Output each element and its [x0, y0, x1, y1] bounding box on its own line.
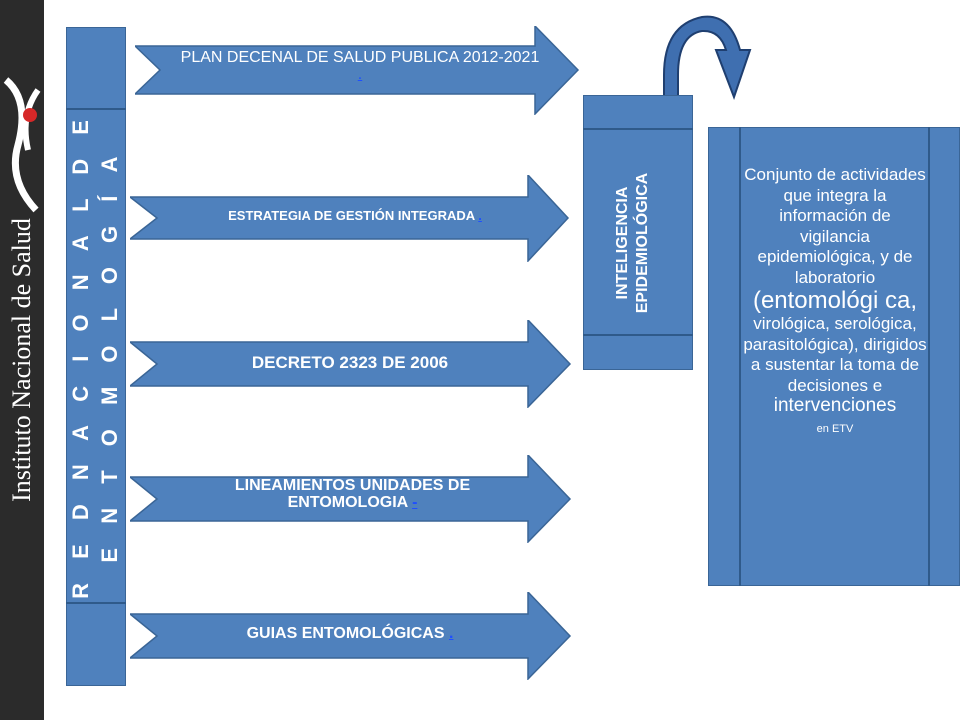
description-part4: intervenciones — [773, 395, 897, 416]
arrow-link[interactable]: . — [478, 208, 482, 223]
arrow-estrategia: ESTRATEGIA DE GESTIÓN INTEGRADA . — [130, 175, 570, 262]
arrow-link[interactable]: . — [357, 65, 363, 83]
network-box-divider — [66, 108, 126, 110]
arrow-label: ESTRATEGIA DE GESTIÓN INTEGRADA . — [165, 209, 545, 223]
arrow-label: DECRETO 2323 DE 2006 — [170, 354, 530, 372]
arrow-shape — [130, 592, 572, 680]
intelligence-title-line2: EPIDEMIOLÓGICA — [634, 172, 651, 314]
description-box-divider — [739, 127, 741, 586]
arrow-text: ESTRATEGIA DE GESTIÓN INTEGRADA — [228, 208, 475, 223]
intelligence-box-divider — [583, 334, 693, 336]
arrow-shape — [130, 455, 572, 543]
network-box-divider — [66, 602, 126, 604]
arrow-text: DECRETO 2323 DE 2006 — [251, 353, 449, 372]
institute-logo-text: Instituto Nacional de Salud — [7, 218, 36, 502]
arrow-guias: GUIAS ENTOMOLÓGICAS . — [130, 592, 572, 680]
intelligence-box-divider — [583, 128, 693, 130]
arrow-shape — [130, 175, 570, 262]
arrow-text: GUIAS ENTOMOLÓGICAS — [246, 625, 445, 642]
network-box-title: R E D N A C I O N A L D E E N T O M O L … — [66, 29, 126, 681]
description-part2: (entomológi ca, — [752, 287, 918, 314]
arrow-decreto: DECRETO 2323 DE 2006 — [130, 320, 572, 408]
institute-logo-mark — [3, 77, 41, 213]
network-title-line1: R E D N A C I O N A L D E — [68, 111, 93, 599]
arrow-lineamientos: LINEAMIENTOS UNIDADES DE ENTOMOLOGIA - — [130, 455, 572, 543]
arrow-label: LINEAMIENTOS UNIDADES DE ENTOMOLOGIA - — [185, 477, 520, 512]
arrow-shape — [135, 26, 580, 115]
arrow-label: GUIAS ENTOMOLÓGICAS . — [170, 625, 530, 643]
intelligence-box-title: INTELIGENCIA EPIDEMIOLÓGICA — [613, 105, 663, 381]
description-box-divider — [928, 127, 930, 586]
arrow-link[interactable]: . — [448, 625, 454, 642]
description-box — [708, 127, 960, 586]
arrow-link[interactable]: - — [412, 493, 418, 511]
arrow-label: PLAN DECENAL DE SALUD PUBLICA 2012-2021 … — [180, 49, 540, 84]
description-part3: virológica, serológica, parasitológica),… — [743, 314, 927, 395]
arrow-shape — [130, 320, 572, 408]
arrow-text: LINEAMIENTOS UNIDADES DE ENTOMOLOGIA — [234, 477, 471, 511]
network-title-line2: E N T O M O L O G Í A — [97, 147, 122, 563]
description-part1: Conjunto de actividades que integra la i… — [744, 165, 926, 287]
description-part5: en ETV — [816, 422, 854, 435]
intelligence-title-line1: INTELIGENCIA — [614, 186, 631, 300]
description-text: Conjunto de actividades que integra la i… — [742, 165, 928, 439]
network-box — [66, 27, 126, 686]
curved-arrow-icon — [663, 15, 752, 101]
arrow-text: PLAN DECENAL DE SALUD PUBLICA 2012-2021 — [180, 49, 540, 66]
arrow-plan-decenal: PLAN DECENAL DE SALUD PUBLICA 2012-2021 … — [135, 26, 580, 115]
intelligence-box — [583, 95, 693, 370]
